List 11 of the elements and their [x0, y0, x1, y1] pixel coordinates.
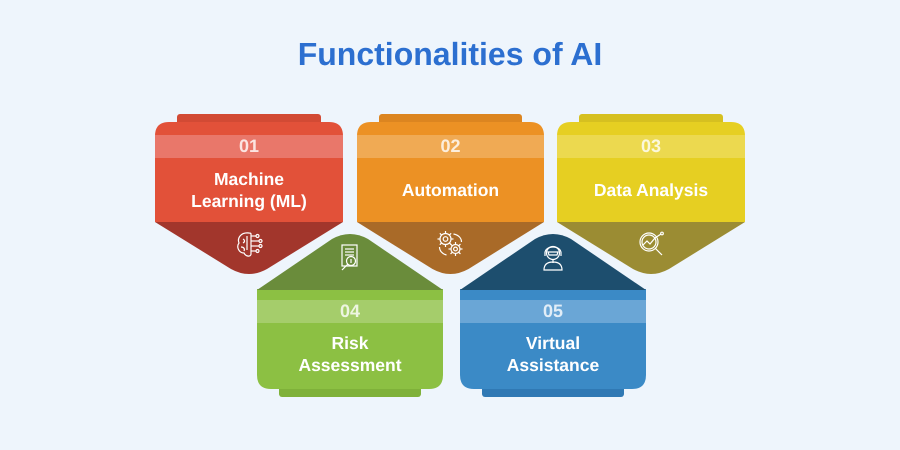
step-label: Machine Learning (ML): [190, 168, 308, 212]
step-label: Automation: [402, 179, 500, 201]
step-number: 02: [440, 135, 461, 158]
step-number: 01: [238, 135, 260, 158]
step-number: 03: [640, 135, 662, 158]
title: Functionalities of AI: [298, 36, 602, 72]
step-label: Risk Assessment: [297, 332, 403, 376]
step-label: Data Analysis: [594, 179, 708, 201]
step-number: 05: [542, 300, 564, 323]
step-number: 04: [340, 300, 360, 323]
step-label: Virtual Assistance: [506, 332, 600, 376]
